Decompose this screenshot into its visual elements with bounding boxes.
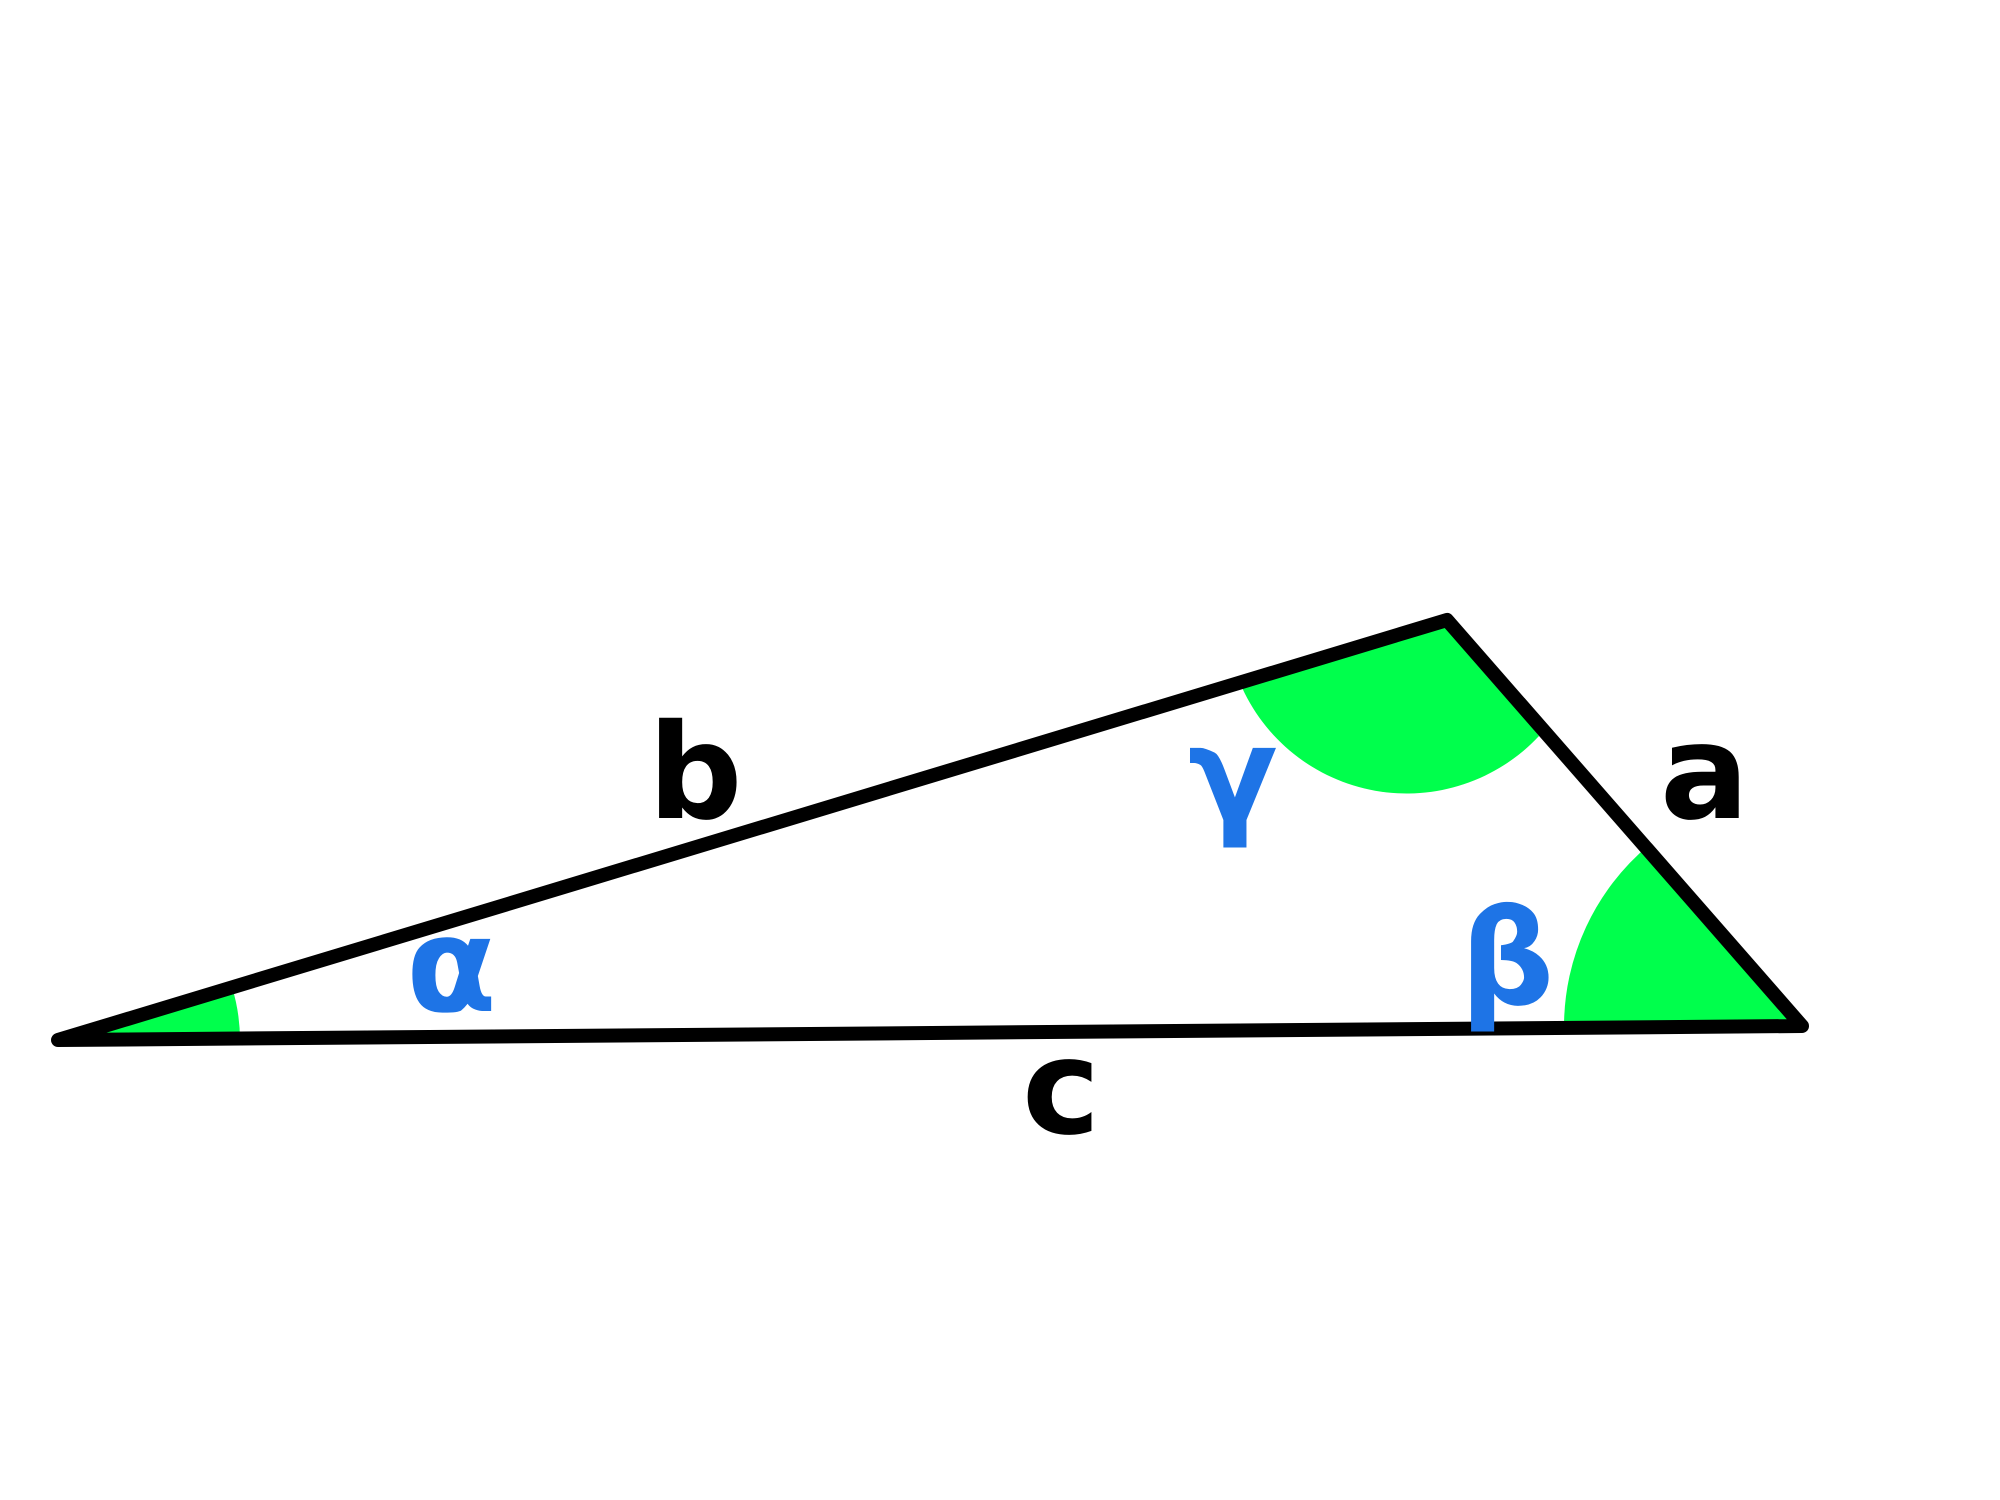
angle-beta-wedge [1563, 845, 1802, 1028]
triangle-outline [51, 613, 1809, 1047]
angle-label-beta: β [1460, 882, 1555, 1036]
side-label-c: c [1022, 1011, 1100, 1165]
side-label-b: b [648, 696, 743, 850]
side-label-a: a [1660, 696, 1749, 850]
angle-label-alpha: α [406, 889, 497, 1043]
angle-label-gamma: γ [1188, 698, 1278, 852]
angle-gamma-wedge [1240, 620, 1539, 794]
